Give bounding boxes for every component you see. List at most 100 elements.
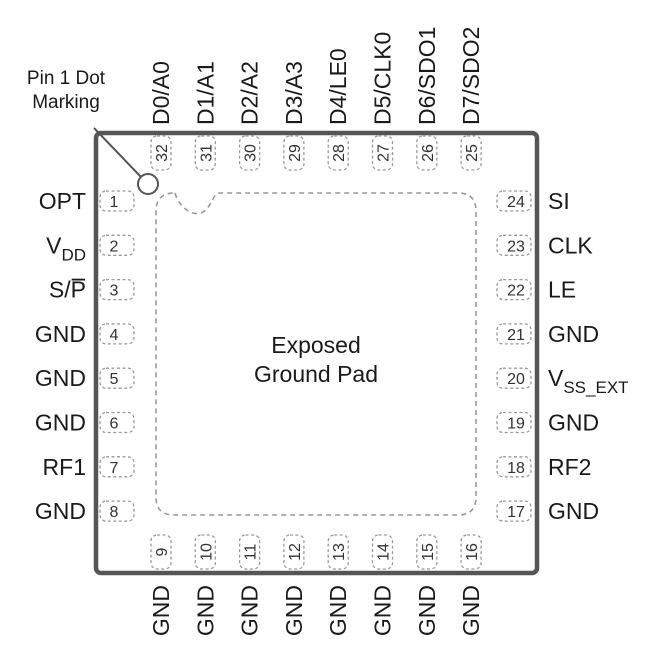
pin-number-2: 2	[110, 238, 119, 255]
pin-label-bottom-4: GND	[281, 585, 307, 636]
pin-label-left-6: GND	[35, 410, 86, 436]
pin-pad-19	[496, 411, 532, 434]
pin-label-text: GND	[35, 365, 86, 391]
pin-label-left-5: GND	[35, 365, 86, 391]
pin-label-text: GND	[281, 585, 307, 636]
pin-label-right-2: RF2	[548, 454, 591, 480]
pin-label-subscript: SS_EXT	[563, 378, 628, 397]
pad-label-line1: Exposed	[271, 332, 361, 358]
pin1-callout-line2: Marking	[32, 92, 100, 113]
exposed-pad-outline	[155, 192, 477, 516]
pin1-callout-line1: Pin 1 Dot	[27, 68, 106, 89]
pin-label-text: GND	[370, 585, 396, 636]
pin-number-7: 7	[110, 460, 119, 477]
pin-label-left-8: GND	[35, 498, 86, 524]
pin-label-subscript: DD	[61, 245, 86, 264]
pin-label-bottom-3: GND	[237, 585, 263, 636]
pin-pad-13	[327, 534, 349, 570]
pin-label-bottom-6: GND	[370, 585, 396, 636]
pin-pad-17	[496, 500, 532, 522]
pin-label-right-6: LE	[548, 277, 576, 303]
pin-label-text: D4/LE0	[325, 48, 351, 125]
pin-label-left-1: OPT	[39, 188, 86, 214]
pin-label-text: OPT	[39, 188, 86, 214]
pin-number-22: 22	[507, 283, 525, 300]
pin-label-left-2: VDD	[46, 232, 86, 264]
pin-pad-16	[460, 534, 482, 570]
pin-pad-11	[238, 534, 261, 570]
pin-label-text: GND	[35, 321, 86, 347]
pin-label-right-3: GND	[548, 410, 599, 436]
pin-pad-32	[150, 135, 172, 171]
pin-label-text: GND	[548, 498, 599, 524]
pin-number-25: 25	[464, 144, 481, 162]
pin-label-bottom-2: GND	[192, 585, 218, 636]
pin-label-top-1: D7/SDO2	[458, 27, 484, 125]
pin-pad-20	[496, 367, 532, 389]
pin-number-13: 13	[331, 543, 348, 561]
pin-number-8: 8	[110, 504, 119, 521]
pin-number-9: 9	[154, 547, 171, 556]
pin-pad-15	[416, 534, 438, 570]
pin-pad-26	[416, 135, 438, 171]
pin-label-text: D3/A3	[281, 61, 307, 125]
pin-pad-29	[283, 135, 305, 171]
pin-pad-27	[371, 135, 394, 171]
pin-pad-6	[99, 411, 135, 434]
pin-pad-18	[496, 456, 532, 478]
pin-label-text: GND	[35, 498, 86, 524]
pin-label-bottom-5: GND	[325, 585, 351, 636]
pin-label-text: GND	[192, 585, 218, 636]
pin-pad-25	[460, 135, 482, 171]
pin-label-text: GND	[414, 585, 440, 636]
pin-number-31: 31	[198, 144, 215, 162]
pin-label-overline: P	[71, 277, 86, 303]
pin-label-left-7: RF1	[43, 454, 86, 480]
pin-number-21: 21	[507, 327, 525, 344]
pin-label-text: GND	[548, 321, 599, 347]
pin-label-text: GND	[548, 410, 599, 436]
pin-label-top-8: D0/A0	[148, 61, 174, 125]
pin-pad-9	[150, 534, 172, 570]
pin-number-24: 24	[507, 194, 525, 211]
pin-number-19: 19	[507, 416, 525, 433]
pin-label-text: D5/CLK0	[370, 32, 396, 125]
pin-pad-28	[327, 135, 349, 171]
pin-pad-1	[99, 190, 135, 212]
pin-number-5: 5	[110, 371, 119, 388]
pin-label-text: D6/SDO1	[414, 27, 440, 125]
pin-pad-2	[99, 234, 135, 256]
pin-number-30: 30	[243, 144, 260, 162]
pin-pad-4	[99, 323, 135, 345]
pin-number-27: 27	[376, 144, 393, 162]
pin-pad-12	[283, 534, 305, 570]
pin-number-4: 4	[110, 327, 119, 344]
pin-label-top-7: D1/A1	[192, 61, 218, 125]
pin-number-6: 6	[110, 416, 119, 433]
pin-label-right-5: GND	[548, 321, 599, 347]
pin-label-top-2: D6/SDO1	[414, 27, 440, 125]
pin-label-text: RF1	[43, 454, 86, 480]
pin-pad-22	[496, 278, 532, 301]
pin-pad-24	[496, 190, 532, 212]
pin-number-14: 14	[376, 543, 393, 561]
pin-label-text: LE	[548, 277, 576, 303]
pin-label-text: CLK	[548, 232, 593, 258]
pin-pad-21	[496, 323, 532, 345]
pin-label-text: S/	[49, 277, 71, 303]
pin-label-right-4: VSS_EXT	[548, 365, 629, 397]
pin-label-text: D2/A2	[237, 61, 263, 125]
pin-label-text: V	[548, 365, 564, 391]
pin-number-1: 1	[110, 194, 119, 211]
pin-pad-14	[371, 534, 394, 570]
pin-number-20: 20	[507, 371, 525, 388]
pin-number-10: 10	[198, 543, 215, 561]
pin-label-bottom-1: GND	[148, 585, 174, 636]
pin-label-text: D7/SDO2	[458, 27, 484, 125]
pin-label-top-3: D5/CLK0	[370, 32, 396, 125]
pin-number-18: 18	[507, 460, 525, 477]
pin-label-left-3: S/P	[49, 277, 86, 303]
pin-number-28: 28	[331, 144, 348, 162]
